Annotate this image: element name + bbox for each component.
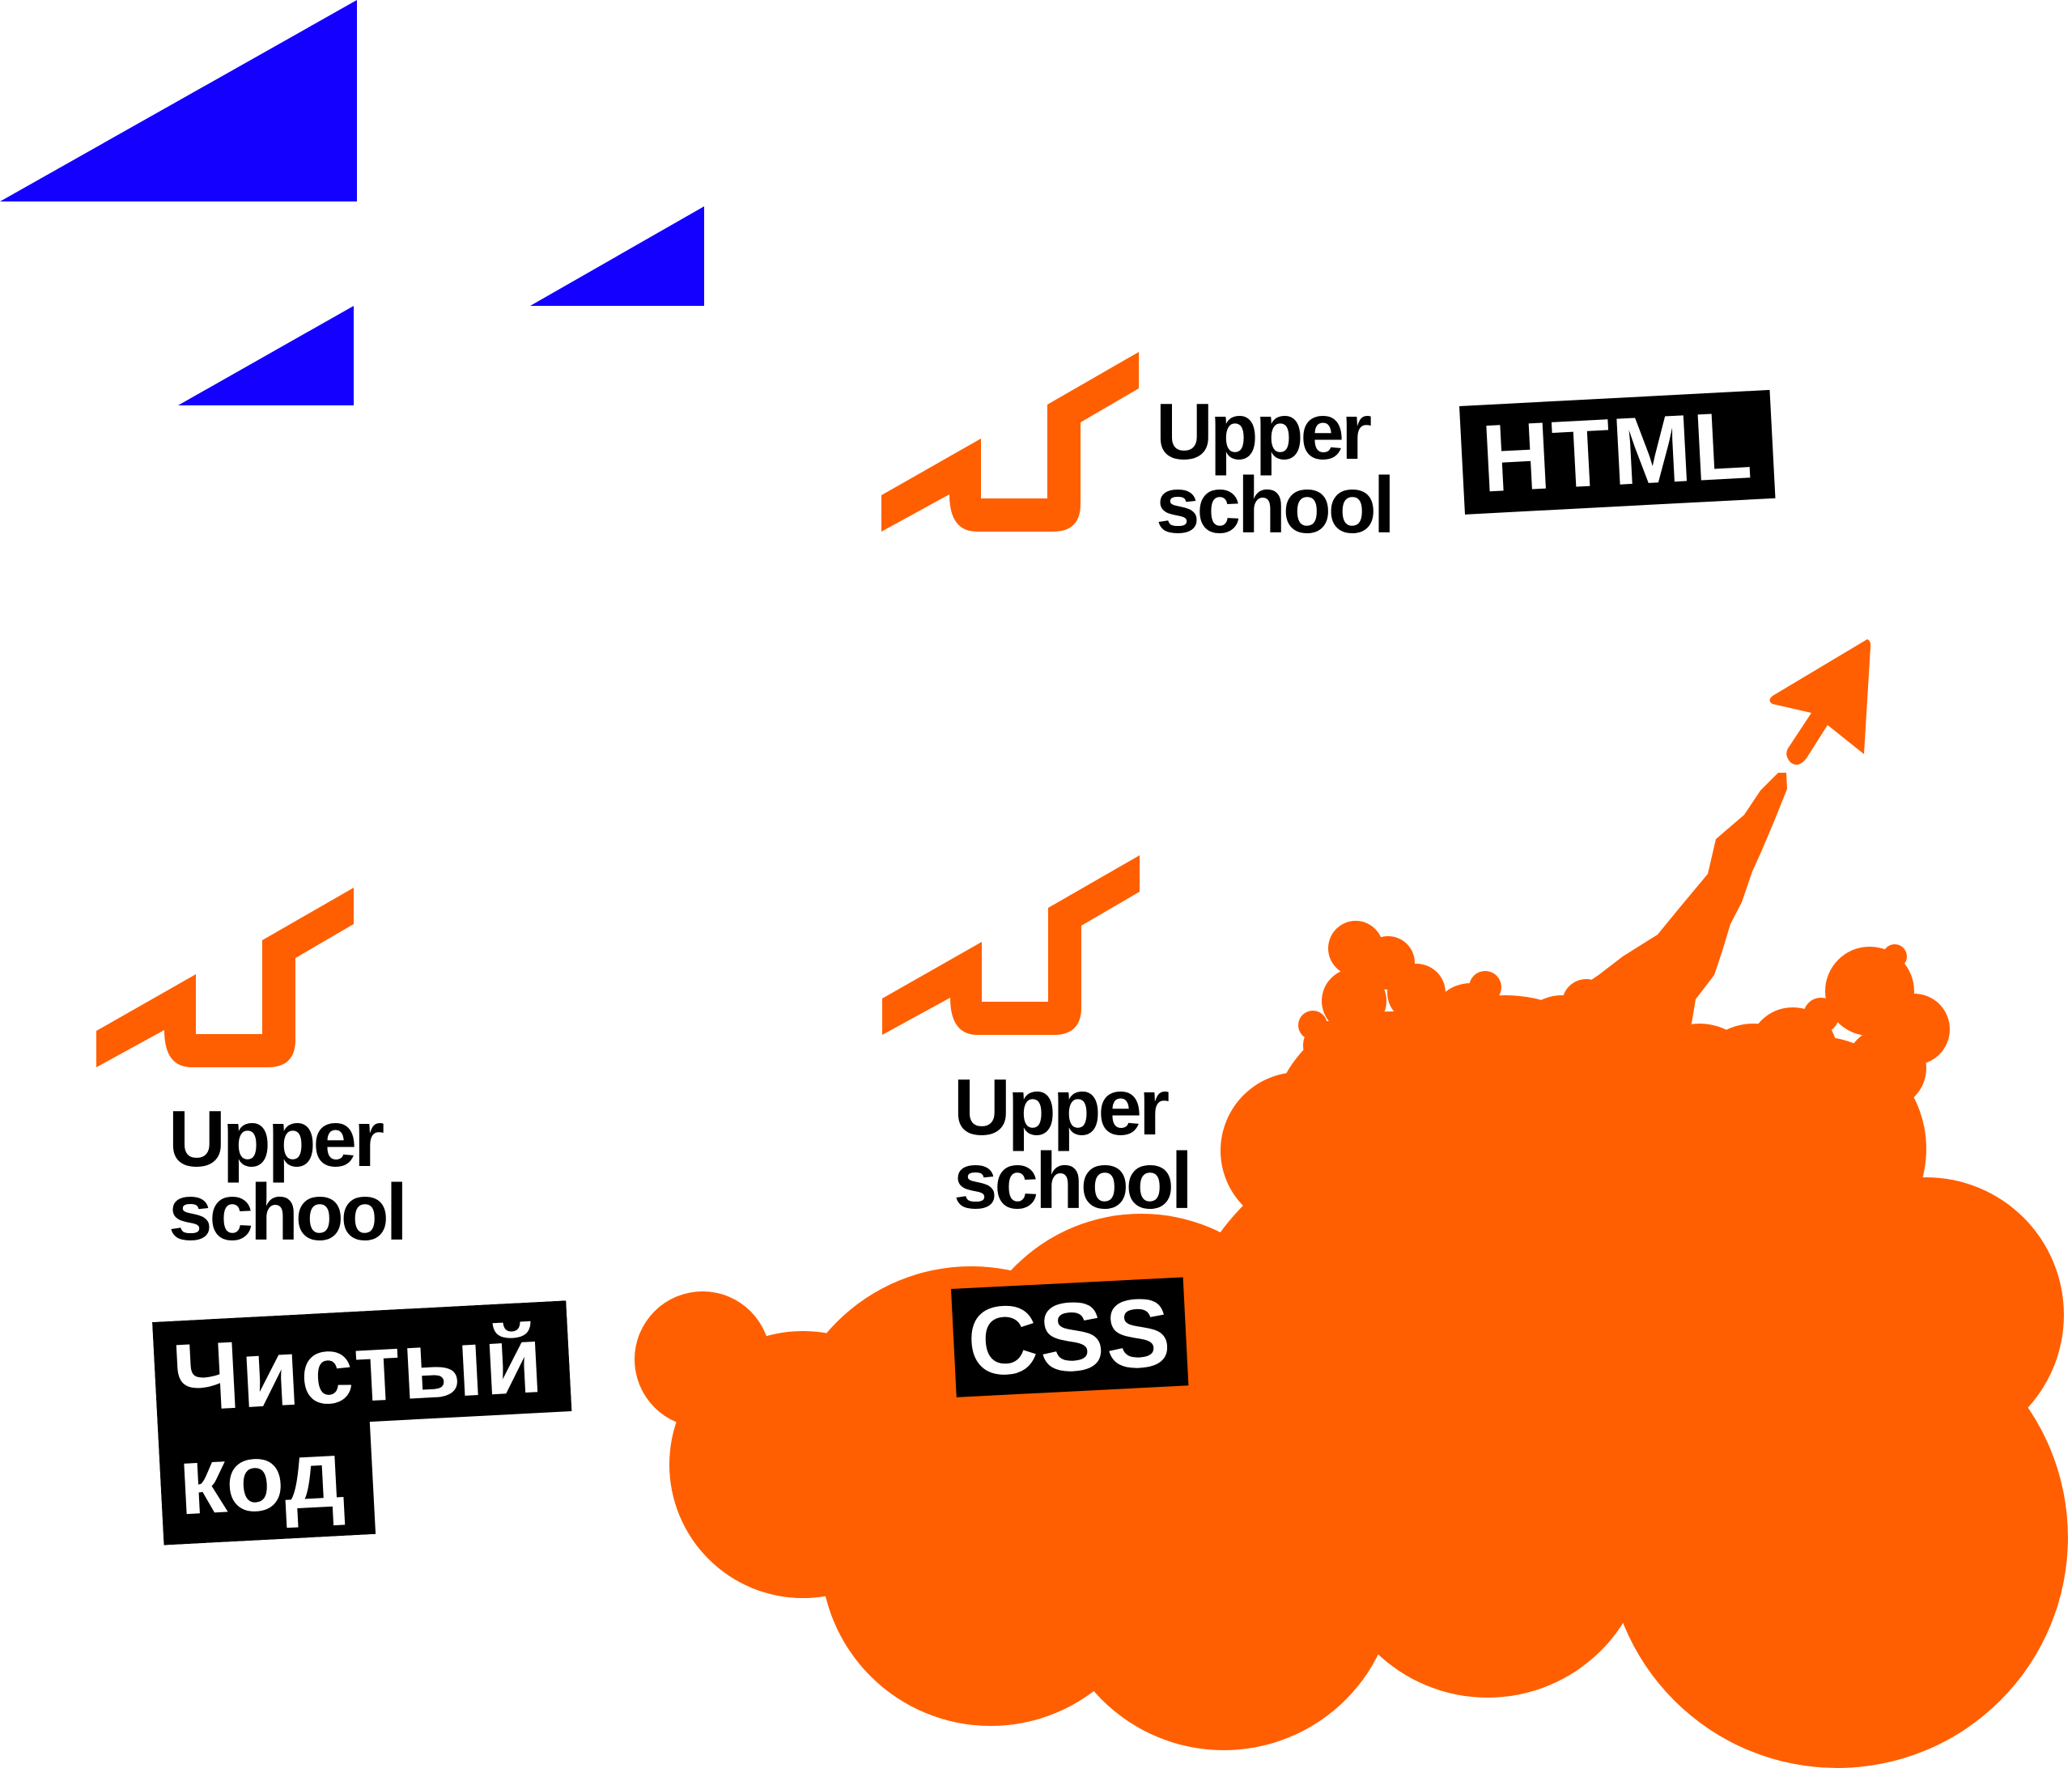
upper-school-wordmark-2: Upper school xyxy=(168,1094,408,1257)
arrow-cursor-icon xyxy=(1769,639,1871,765)
upper-school-wordmark-1: Upper school xyxy=(1156,387,1395,549)
wordmark-line2: school xyxy=(953,1136,1193,1225)
wordmark-line1: Upper xyxy=(953,1062,1170,1151)
blue-triangle-small-right xyxy=(530,206,704,306)
upper-school-logo-mark-1 xyxy=(881,352,1139,532)
orange-cloud-icon xyxy=(635,639,2068,1768)
blue-triangle-small-left xyxy=(178,306,354,405)
html-label: HTML xyxy=(1459,389,1776,515)
blue-triangle-large xyxy=(0,0,357,201)
clean-code-label: Чистый код xyxy=(152,1300,578,1545)
clean-code-line2: код xyxy=(175,1419,348,1536)
css-label: CSS xyxy=(951,1277,1189,1397)
clean-code-label-background xyxy=(152,1300,572,1545)
upper-school-wordmark-3: Upper school xyxy=(953,1062,1193,1225)
wordmark-line1: Upper xyxy=(1156,387,1372,476)
clean-code-line1: Чистый xyxy=(170,1305,546,1432)
upper-school-logo-mark-3 xyxy=(882,855,1140,1035)
wordmark-line2: school xyxy=(1156,460,1395,549)
upper-school-logo-mark-2 xyxy=(96,888,354,1067)
wordmark-line2: school xyxy=(168,1168,408,1257)
wordmark-line1: Upper xyxy=(168,1094,384,1183)
